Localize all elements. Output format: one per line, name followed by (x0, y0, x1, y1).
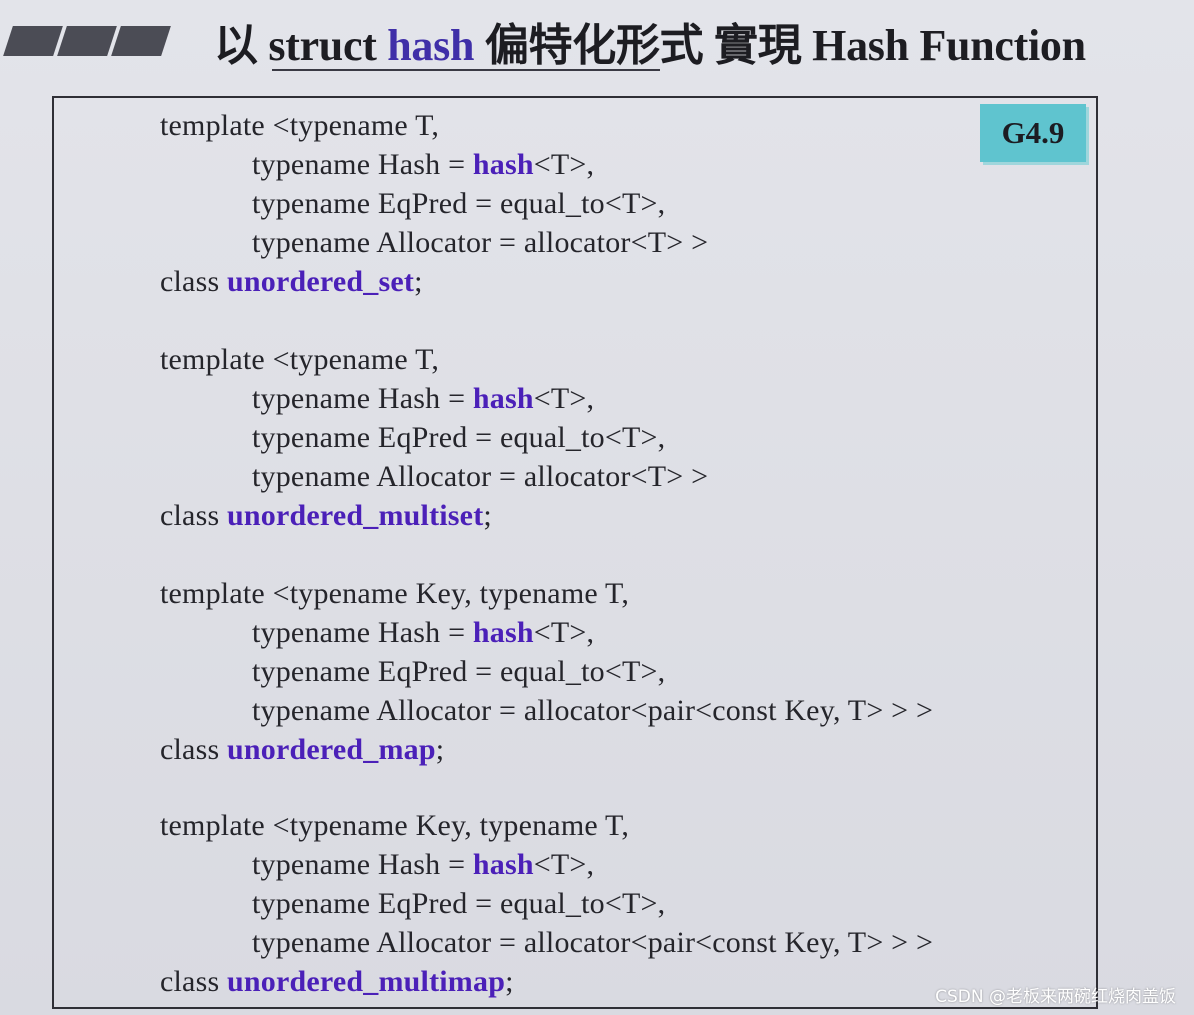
class-declaration-line: class unordered_set; (160, 264, 423, 300)
code-prefix: typename Hash = (252, 848, 473, 881)
code-line: typename Allocator = allocator<T> > (252, 460, 709, 493)
code-suffix: <T>, (533, 382, 595, 415)
code-suffix: <T>, (533, 848, 595, 881)
hash-keyword: hash (472, 382, 534, 415)
class-name: unordered_map (227, 733, 436, 766)
hash-param-line: typename Hash = hash<T>, (252, 147, 594, 183)
code-suffix: ; (435, 733, 445, 766)
class-name: unordered_multiset (227, 499, 484, 532)
code-suffix: <T>, (533, 616, 595, 649)
code-box (52, 96, 1098, 1009)
hash-param-line: typename Hash = hash<T>, (252, 847, 594, 883)
title-suffix: Hash Function (812, 21, 1086, 70)
decorative-bar (57, 26, 117, 56)
code-line: typename Allocator = allocator<T> > (252, 226, 709, 259)
code-suffix: <T>, (533, 148, 595, 181)
title-prefix: 以 (214, 21, 269, 70)
code-line: template <typename Key, typename T, (160, 809, 630, 842)
code-line: typename EqPred = equal_to<T>, (252, 421, 666, 454)
title-underline (272, 69, 660, 71)
slide-title: 以 struct hash 偏特化形式 實現 Hash Function (214, 18, 1086, 74)
class-declaration-line: class unordered_multiset; (160, 498, 492, 534)
class-declaration-line: class unordered_map; (160, 732, 444, 768)
code-prefix: typename Hash = (252, 382, 473, 415)
code-prefix: typename Hash = (252, 616, 473, 649)
title-hash: hash (387, 21, 475, 70)
code-suffix: ; (414, 265, 423, 298)
code-line: template <typename T, (160, 109, 440, 142)
decorative-bars (0, 26, 171, 56)
code-line: typename EqPred = equal_to<T>, (252, 887, 666, 920)
decorative-bar (111, 26, 171, 56)
code-line: template <typename Key, typename T, (160, 577, 630, 610)
code-prefix: typename Hash = (252, 148, 473, 181)
hash-keyword: hash (472, 616, 534, 649)
hash-keyword: hash (472, 148, 534, 181)
class-declaration-line: class unordered_multimap; (160, 964, 514, 1000)
class-name: unordered_set (227, 265, 415, 298)
code-line: typename Allocator = allocator<pair<cons… (252, 926, 934, 959)
code-line: typename EqPred = equal_to<T>, (252, 655, 666, 688)
watermark: CSDN @老板来两碗红烧肉盖饭 (935, 987, 1176, 1007)
version-badge: G4.9 (980, 104, 1086, 162)
code-prefix: class (160, 499, 228, 532)
decorative-bar (3, 26, 63, 56)
hash-param-line: typename Hash = hash<T>, (252, 615, 594, 651)
code-suffix: ; (483, 499, 492, 532)
title-struct: struct (268, 21, 388, 70)
code-line: typename Allocator = allocator<pair<cons… (252, 694, 934, 727)
code-line: template <typename T, (160, 343, 440, 376)
class-name: unordered_multimap (227, 965, 506, 998)
hash-param-line: typename Hash = hash<T>, (252, 381, 594, 417)
hash-keyword: hash (472, 848, 534, 881)
code-line: typename EqPred = equal_to<T>, (252, 187, 666, 220)
code-prefix: class (160, 733, 228, 766)
title-middle: 偏特化形式 實現 (474, 21, 813, 70)
code-prefix: class (160, 965, 228, 998)
code-suffix: ; (505, 965, 514, 998)
code-prefix: class (160, 265, 228, 298)
